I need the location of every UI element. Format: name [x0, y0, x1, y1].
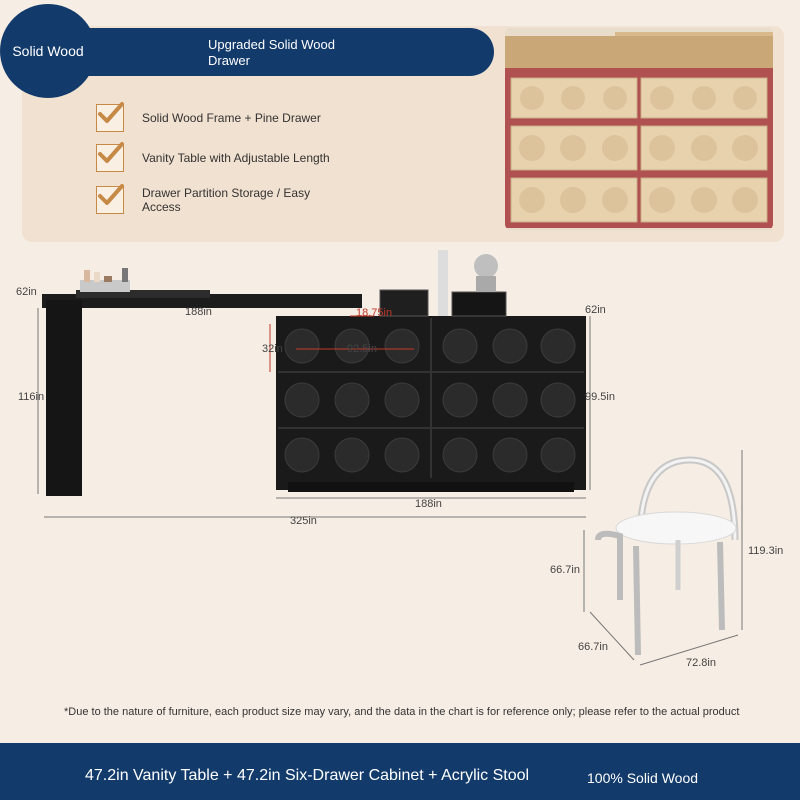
dim-inner-width: 18.75in: [356, 307, 393, 319]
stool-dimension-lines: [583, 450, 743, 666]
dim-stool-height: 119.3in: [748, 545, 784, 557]
checkmark-icon: [96, 184, 124, 214]
dim-drawer-width: 92.5in: [347, 343, 377, 355]
dim-stool-width: 72.8in: [686, 657, 716, 669]
dim-cabinet-height: 99.5in: [585, 391, 615, 403]
title-banner: Upgraded Solid Wood Drawer: [62, 28, 494, 76]
feature-item-adjustable: Vanity Table with Adjustable Length: [96, 142, 332, 172]
feature-label: Vanity Table with Adjustable Length: [142, 151, 330, 165]
dimension-lines: [37, 308, 591, 518]
dim-desk-depth: 62in: [16, 286, 37, 298]
drawer-photo: [505, 28, 773, 230]
dim-seat-height: 66.7in: [550, 564, 580, 576]
acrylic-stool: [595, 456, 739, 656]
solid-wood-badge: Solid Wood: [0, 4, 96, 98]
dim-cabinet-length: 188in: [415, 498, 442, 510]
dim-desk-height: 116in: [18, 391, 45, 403]
dim-drawer-height: 32in: [262, 343, 283, 355]
feature-label: Solid Wood Frame + Pine Drawer: [142, 111, 321, 125]
bottom-banner: 47.2in Vanity Table + 47.2in Six-Drawer …: [0, 743, 800, 800]
dim-cabinet-depth: 62in: [585, 304, 606, 316]
badge-label: Solid Wood: [12, 43, 84, 59]
material-label: 100% Solid Wood: [587, 770, 699, 786]
disclaimer-note: *Due to the nature of furniture, each pr…: [64, 706, 740, 718]
dim-stool-depth: 66.7in: [578, 641, 608, 653]
dim-desk-top-length: 188in: [185, 306, 212, 318]
six-drawer-cabinet: [276, 250, 586, 492]
banner-title: Upgraded Solid Wood Drawer: [208, 37, 335, 68]
checkmark-icon: [96, 142, 124, 172]
feature-item-frame: Solid Wood Frame + Pine Drawer: [96, 102, 332, 132]
vanity-desk: [42, 268, 362, 496]
checkmark-icon: [96, 102, 124, 132]
product-title: 47.2in Vanity Table + 47.2in Six-Drawer …: [85, 767, 530, 784]
feature-item-storage: Drawer Partition Storage / Easy Access: [96, 184, 332, 214]
feature-label: Drawer Partition Storage / Easy Access: [142, 186, 311, 214]
red-dimension-lines: [269, 315, 414, 372]
dim-total-length: 325in: [290, 515, 317, 527]
